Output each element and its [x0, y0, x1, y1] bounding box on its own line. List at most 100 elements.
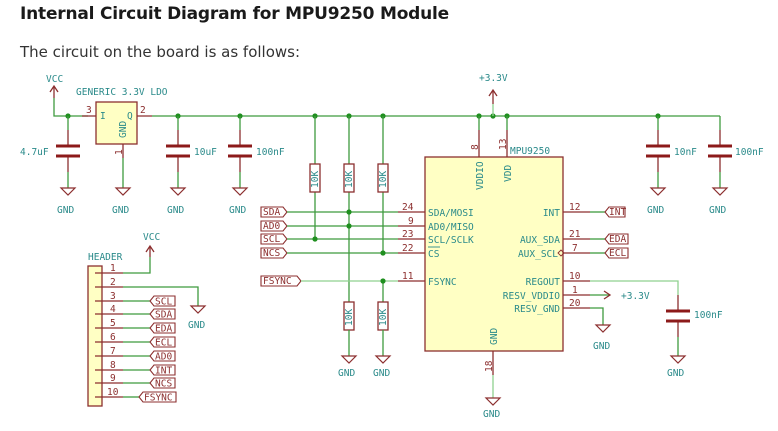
capacitor-c-vdd-1: 10nF [646, 116, 697, 188]
net-label-text: NCS [155, 379, 172, 390]
svg-text:REGOUT: REGOUT [526, 277, 561, 288]
cap-value: 100nF [256, 147, 285, 158]
header-pin-number: 4 [110, 304, 116, 315]
gnd-symbol: GND [188, 305, 206, 331]
net-label-ad0: AD0 [260, 220, 288, 232]
ldo-name: GENERIC 3.3V LDO [76, 87, 168, 98]
svg-text:VDDIO: VDDIO [475, 161, 486, 190]
header-pin-number: 10 [107, 387, 119, 398]
svg-text:18: 18 [484, 360, 495, 372]
3v3-power-symbol: +3.3V [479, 73, 508, 116]
cap-value: 100nF [694, 310, 723, 321]
net-label-sda: SDA [260, 206, 288, 218]
svg-text:RESV_GND: RESV_GND [514, 304, 560, 315]
svg-text:INT: INT [543, 208, 560, 219]
net-label-eda [149, 322, 176, 334]
svg-text:Q: Q [127, 111, 133, 122]
svg-text:24: 24 [402, 202, 414, 213]
svg-text:GND: GND [593, 341, 610, 352]
svg-text:VCC: VCC [143, 232, 160, 243]
svg-text:10K: 10K [344, 309, 355, 326]
header-pin-number: 7 [110, 346, 116, 357]
gnd-symbol: GND [593, 324, 611, 352]
capacitor-c-ldo-out: 10uF [166, 116, 217, 188]
header-pin-number: 5 [110, 318, 116, 329]
net-label-ecl [149, 336, 176, 348]
net-label-ncs [149, 377, 176, 389]
net-label-ncs: NCS [260, 247, 288, 259]
chip-name: MPU9250 [510, 146, 550, 157]
net-label-ad0 [149, 350, 176, 362]
net-label-int [149, 364, 176, 376]
cap-value: 10uF [194, 147, 217, 158]
svg-text:20: 20 [569, 298, 581, 309]
svg-text:RESV_VDDIO: RESV_VDDIO [503, 291, 560, 302]
svg-text:GND: GND [709, 205, 726, 216]
svg-text:GND: GND [667, 368, 684, 379]
header-name: HEADER [88, 252, 123, 263]
svg-text:GND: GND [229, 205, 246, 216]
junction-dot [380, 250, 386, 256]
svg-text:23: 23 [402, 229, 413, 240]
svg-text:GND: GND [338, 368, 355, 379]
svg-text:EDA: EDA [609, 234, 626, 245]
net-label-text: EDA [155, 324, 172, 335]
header-pin-number: 8 [110, 360, 116, 371]
net-label-sda [149, 308, 176, 320]
net-label-int: INT [604, 206, 626, 218]
svg-text:GND: GND [57, 205, 74, 216]
svg-text:INT: INT [609, 207, 626, 218]
3v3-power-symbol-resv: +3.3V [590, 290, 650, 302]
header-gnd-wire [123, 286, 199, 306]
svg-text:I: I [100, 111, 106, 122]
svg-text:13: 13 [498, 139, 509, 150]
resistor-pullup-3: 10K [377, 116, 389, 253]
svg-text:+3.3V: +3.3V [479, 73, 508, 84]
cap-value: 10nF [674, 147, 697, 158]
gnd-symbol: GND [647, 187, 666, 216]
page-title: Internal Circuit Diagram for MPU9250 Mod… [20, 4, 450, 24]
resv-gnd-wire [590, 307, 604, 325]
header-pin-number: 3 [110, 291, 116, 302]
header-pin-1: 1 [95, 263, 123, 274]
svg-text:SCL/SCLK: SCL/SCLK [428, 235, 474, 246]
ldo-regulator: GENERIC 3.3V LDO 3 2 I Q GND 1 [76, 87, 168, 188]
net-label-text: SDA [155, 310, 172, 321]
svg-text:GND: GND [373, 368, 390, 379]
gnd-symbol: GND [57, 187, 76, 216]
svg-text:ECL: ECL [609, 248, 626, 259]
vcc-power-symbol: VCC [46, 74, 63, 98]
svg-text:22: 22 [402, 243, 413, 254]
net-label-text: FSYNC [144, 393, 173, 404]
junction-dot [346, 223, 352, 229]
junction-dot [380, 278, 386, 284]
gnd-symbol: GND [112, 187, 131, 216]
svg-text:GND: GND [112, 205, 129, 216]
header-pin-number: 9 [110, 373, 116, 384]
net-label-text: ECL [155, 338, 172, 349]
vcc-wire [53, 98, 88, 117]
net-label-fsync: FSYNC [260, 275, 302, 287]
junction-dot [346, 209, 352, 215]
svg-text:10K: 10K [378, 171, 389, 188]
svg-text:7: 7 [572, 243, 578, 254]
capacitor-c-in: 4.7uF [20, 116, 80, 188]
net-label-text: AD0 [155, 352, 172, 363]
mpu9250-chip: MPU9250 24 9 23 22 11 SDA/MOSI AD0/MISO … [398, 116, 590, 398]
svg-text:GND: GND [483, 409, 500, 420]
svg-text:12: 12 [569, 202, 580, 213]
resistor-pulldown-1: 10K GND [338, 301, 357, 379]
capacitor-c-vdd-2: 100nF [708, 116, 764, 188]
resistor-pullup-2: 10K [343, 116, 355, 302]
svg-text:GND: GND [167, 205, 184, 216]
svg-text:NCS: NCS [263, 248, 280, 259]
svg-text:SDA: SDA [263, 207, 280, 218]
